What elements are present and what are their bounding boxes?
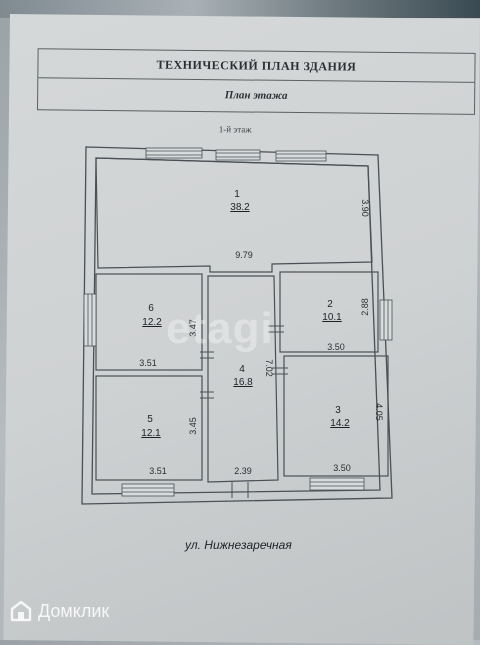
room-3-area: 14.2 xyxy=(330,418,350,429)
dim-room6-height: 3.47 xyxy=(188,319,198,337)
room-6-area: 12.2 xyxy=(142,317,162,328)
room-2-outline xyxy=(279,271,379,353)
dim-room4-height: 7.02 xyxy=(264,359,274,377)
entrance-door xyxy=(231,482,249,498)
brand-name: Домклик xyxy=(38,600,110,621)
room-5-number: 5 xyxy=(147,414,153,425)
watermark-logo: etagi xyxy=(166,304,274,353)
dim-room2-width: 3.50 xyxy=(327,342,345,352)
window-right xyxy=(379,299,393,341)
room-1-outline xyxy=(95,157,373,273)
room-2-number: 2 xyxy=(327,299,333,310)
street-label: ул. Нижнезаречная xyxy=(185,538,292,552)
room-4-outline xyxy=(207,275,279,483)
brand-logo: Домклик xyxy=(10,600,109,622)
dim-room1-height: 3.90 xyxy=(360,199,370,217)
window-left xyxy=(83,293,97,347)
room-1-area: 38.2 xyxy=(230,202,250,213)
background-strip xyxy=(0,0,480,18)
room-4-area: 16.8 xyxy=(233,377,253,388)
window-top-center xyxy=(215,149,261,161)
room-3-outline xyxy=(283,355,389,477)
room-6-number: 6 xyxy=(148,303,154,314)
window-top-left xyxy=(145,147,203,159)
window-top-right xyxy=(275,150,327,162)
room-4-number: 4 xyxy=(239,364,245,375)
dim-room2-height: 2.88 xyxy=(360,298,370,316)
room-5-area: 12.1 xyxy=(141,428,161,439)
dim-room3-width: 3.50 xyxy=(333,463,351,473)
house-logo-icon xyxy=(10,600,32,622)
room-2-area: 10.1 xyxy=(322,312,342,323)
window-bottom-left xyxy=(121,483,175,497)
room-5-outline xyxy=(95,375,203,481)
door-marks xyxy=(200,325,288,399)
dim-room6-width: 3.51 xyxy=(139,358,157,368)
room-1-number: 1 xyxy=(234,189,240,200)
room-3-number: 3 xyxy=(335,405,341,416)
dim-room3-height: 4.05 xyxy=(374,403,384,421)
dim-room5-width: 3.51 xyxy=(149,466,167,476)
dim-room1-width: 9.79 xyxy=(235,250,253,260)
window-bottom-right xyxy=(309,477,365,491)
dim-room5-height: 3.45 xyxy=(188,417,198,435)
dim-room4-width: 2.39 xyxy=(234,466,252,476)
